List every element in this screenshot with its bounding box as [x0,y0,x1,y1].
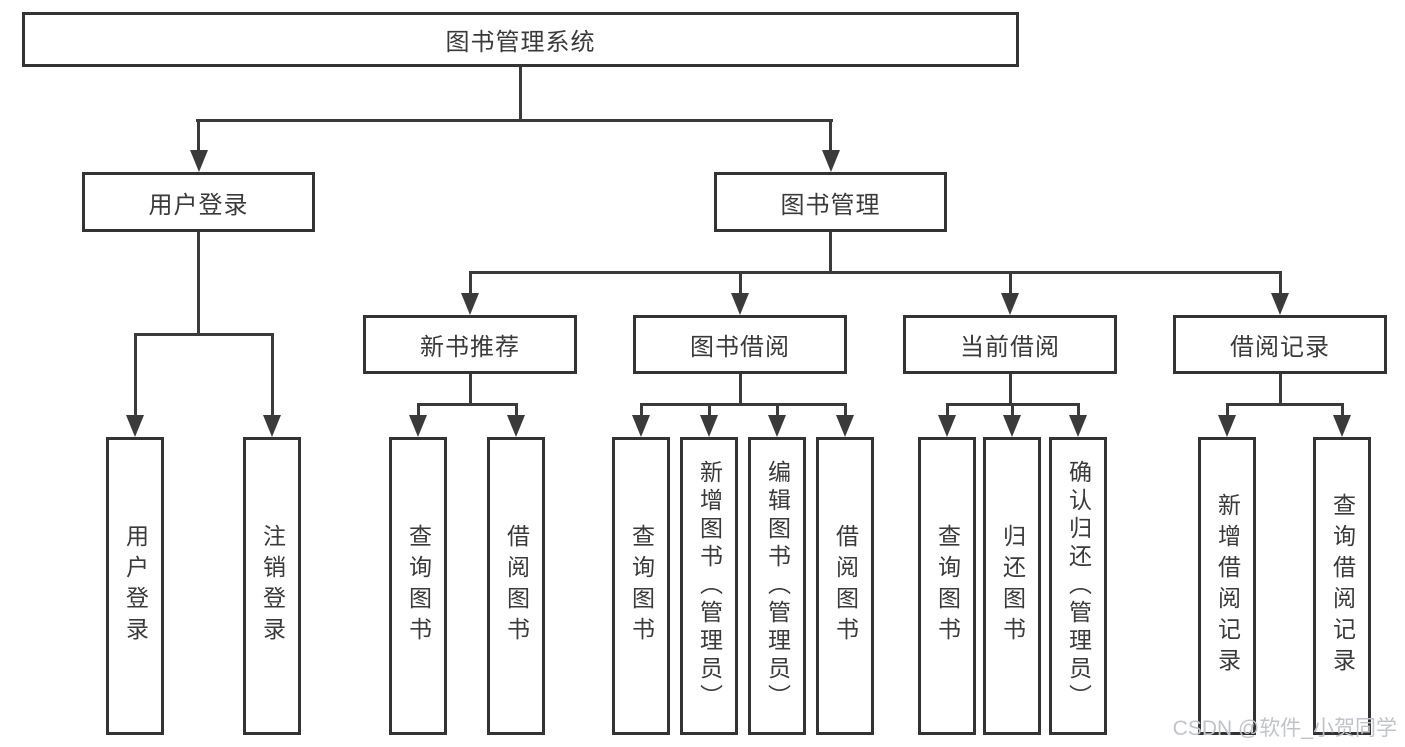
arrowhead-down-icon [507,415,525,437]
connector-line [739,374,742,405]
leaf-logout-label: 注销登录 [259,524,286,648]
node-borrowing-records-label: 借阅记录 [1230,334,1330,361]
leaf-query-books-recommend-label: 查询图书 [405,524,432,648]
node-book-management: 图书管理 [714,172,947,232]
arrowhead-down-icon [461,293,479,315]
arrowhead-down-icon [1001,293,1019,315]
node-book-borrowing-label: 图书借阅 [690,334,790,361]
leaf-borrow-books-recommend: 借阅图书 [487,437,545,735]
node-borrowing-records: 借阅记录 [1173,315,1387,374]
connector-line [739,271,742,295]
leaf-edit-book-admin: 编辑图书（管理员） [748,437,806,735]
connector-line [1011,403,1014,417]
arrowhead-down-icon [731,293,749,315]
connector-line [515,403,518,417]
arrowhead-down-icon [190,150,208,172]
leaf-borrow-books-borrowing: 借阅图书 [816,437,874,735]
arrowhead-down-icon [768,415,786,437]
leaf-return-books: 归还图书 [983,437,1041,735]
leaf-confirm-return-admin: 确认归还（管理员） [1049,437,1107,735]
leaf-edit-book-admin-label: 编辑图书（管理员） [764,460,791,712]
arrowhead-down-icon [126,415,144,437]
connector-line [1341,403,1344,417]
leaf-query-borrow-record: 查询借阅记录 [1313,437,1371,735]
leaf-confirm-return-admin-label: 确认归还（管理员） [1065,460,1092,712]
connector-line [271,333,274,417]
connector-line [946,403,949,417]
node-user-login-label: 用户登录 [148,191,249,219]
arrowhead-down-icon [1069,415,1087,437]
connector-line [708,403,711,417]
connector-line [829,119,832,152]
node-new-book-recommend: 新书推荐 [363,315,577,374]
connector-line [640,403,643,417]
connector-line [134,333,137,417]
node-book-management-label: 图书管理 [780,191,881,219]
connector-line [776,403,779,417]
arrowhead-down-icon [700,415,718,437]
connector-line [1226,403,1229,417]
connector-line [469,271,1282,274]
arrowhead-down-icon [632,415,650,437]
arrowhead-down-icon [1003,415,1021,437]
leaf-add-borrow-record: 新增借阅记录 [1198,437,1256,735]
connector-line [1279,374,1282,405]
connector-line [417,403,518,406]
leaf-borrow-books-recommend-label: 借阅图书 [503,524,530,648]
leaf-query-books-borrowing-label: 查询图书 [628,524,655,648]
leaf-borrow-books-borrowing-label: 借阅图书 [832,524,859,648]
leaf-user-login-label: 用户登录 [122,524,149,648]
connector-line [829,232,832,273]
arrowhead-down-icon [263,415,281,437]
leaf-query-books-recommend: 查询图书 [389,437,447,735]
connector-line [469,374,472,405]
leaf-return-books-label: 归还图书 [999,524,1026,648]
leaf-query-books-current: 查询图书 [918,437,976,735]
leaf-user-login: 用户登录 [106,437,164,735]
leaf-add-borrow-record-label: 新增借阅记录 [1214,493,1241,679]
node-library-system: 图书管理系统 [22,12,1019,67]
arrowhead-down-icon [1271,293,1289,315]
connector-line [1279,271,1282,295]
node-new-book-recommend-label: 新书推荐 [420,334,520,361]
connector-line [196,119,833,122]
node-current-borrowing-label: 当前借阅 [960,334,1060,361]
connector-line [1226,403,1344,406]
watermark: CSDN @软件_小贺同学 [1172,717,1397,740]
connector-line [519,67,522,120]
connector-line [469,271,472,295]
leaf-query-books-borrowing: 查询图书 [612,437,670,735]
connector-line [134,333,274,336]
arrowhead-down-icon [409,415,427,437]
leaf-logout: 注销登录 [243,437,301,735]
leaf-add-book-admin: 新增图书（管理员） [680,437,738,735]
arrowhead-down-icon [1218,415,1236,437]
connector-line [1009,374,1012,405]
connector-line [640,403,847,406]
connector-line [1077,403,1080,417]
connector-line [197,119,200,152]
arrowhead-down-icon [938,415,956,437]
connector-line [1009,271,1012,295]
node-user-login: 用户登录 [82,172,315,232]
arrowhead-down-icon [822,150,840,172]
leaf-add-book-admin-label: 新增图书（管理员） [696,460,723,712]
leaf-query-books-current-label: 查询图书 [934,524,961,648]
arrowhead-down-icon [836,415,854,437]
connector-line [197,232,200,335]
leaf-query-borrow-record-label: 查询借阅记录 [1329,493,1356,679]
connector-line [844,403,847,417]
node-library-system-label: 图书管理系统 [445,29,596,56]
arrowhead-down-icon [1333,415,1351,437]
node-book-borrowing: 图书借阅 [633,315,847,374]
connector-line [417,403,420,417]
node-current-borrowing: 当前借阅 [903,315,1117,374]
